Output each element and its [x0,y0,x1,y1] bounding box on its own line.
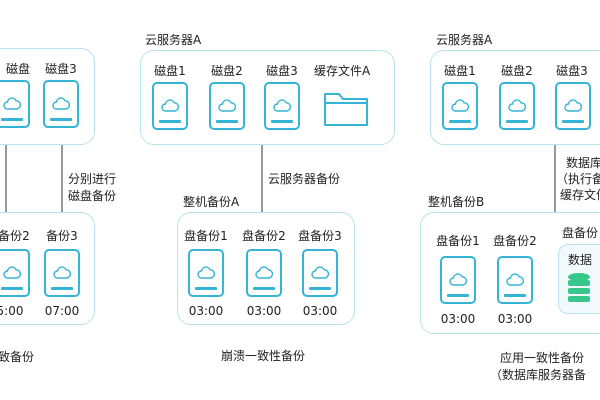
middle-backup-icon-3 [302,249,338,297]
left-caption: 致备份 [0,350,35,364]
right-disk-label-3: 磁盘3 [556,64,588,78]
middle-disk-label-1: 磁盘1 [154,64,186,78]
database-icon [568,273,590,302]
middle-disk-icon-2 [209,82,245,130]
middle-arrow-label: 云服务器备份 [268,172,341,186]
right-backup-label-2: 盘备份2 [493,234,537,248]
left-backup-icon-2 [44,249,80,297]
middle-disk-icon-1 [152,82,188,130]
middle-backup-time-3: 03:00 [302,304,338,318]
right-note-line-3: 缓存文件 [560,188,600,202]
right-server-title: 云服务器A [436,33,493,47]
folder-icon [324,93,368,126]
right-backup-label-1: 盘备份1 [436,234,480,248]
right-caption-line-2: （数据库服务器备 [490,368,587,382]
middle-caption: 崩溃一致性备份 [221,349,306,363]
right-db-label: 数据 [568,253,593,267]
left-backup-time-1: 5:00 [0,304,24,318]
middle-disk-icon-3 [264,82,300,130]
middle-cache-label: 缓存文件A [314,64,371,78]
middle-backup-label-2: 盘备份2 [242,229,286,243]
middle-backup-time-2: 03:00 [246,304,282,318]
middle-server-title: 云服务器A [145,33,202,47]
left-disk-label-2: 磁盘3 [45,62,77,76]
left-backup-label-1: 备份2 [0,229,30,243]
right-disk-label-1: 磁盘1 [444,64,476,78]
right-disk-icon-1 [442,82,478,130]
right-backup-time-2: 03:00 [497,312,533,326]
left-arrow-label-1: 分别进行 [68,172,117,186]
middle-disk-label-2: 磁盘2 [211,64,243,78]
left-disk-label-1: 磁盘 [5,62,30,76]
left-disk-icon-2 [43,80,79,128]
right-disk-label-2: 磁盘2 [501,64,533,78]
middle-disk-label-3: 磁盘3 [266,64,298,78]
middle-backup-label-3: 盘备份3 [298,229,342,243]
right-note-line-2: （执行备 [556,172,600,186]
right-note-line-1: 数据库 [566,156,600,170]
right-disk-icon-2 [499,82,535,130]
middle-backup-icon-2 [246,249,282,297]
left-disk-icon-1 [0,80,30,128]
left-backup-icon-1 [0,249,30,297]
middle-backup-time-1: 03:00 [188,304,224,318]
right-disk-icon-3 [555,82,591,130]
middle-backup-icon-1 [188,249,224,297]
right-backup-label-3: 盘备份 [562,226,599,240]
right-caption-line-1: 应用一致性备份 [500,351,585,365]
left-backup-time-2: 07:00 [44,304,80,318]
middle-backup-title: 整机备份A [183,195,240,209]
right-backup-time-1: 03:00 [440,312,476,326]
right-backup-icon-1 [440,256,476,304]
right-backup-title: 整机备份B [428,195,485,209]
left-arrow-label-2: 磁盘备份 [68,189,117,203]
middle-backup-label-1: 盘备份1 [184,229,228,243]
left-backup-label-2: 备份3 [46,229,78,243]
right-backup-icon-2 [497,256,533,304]
